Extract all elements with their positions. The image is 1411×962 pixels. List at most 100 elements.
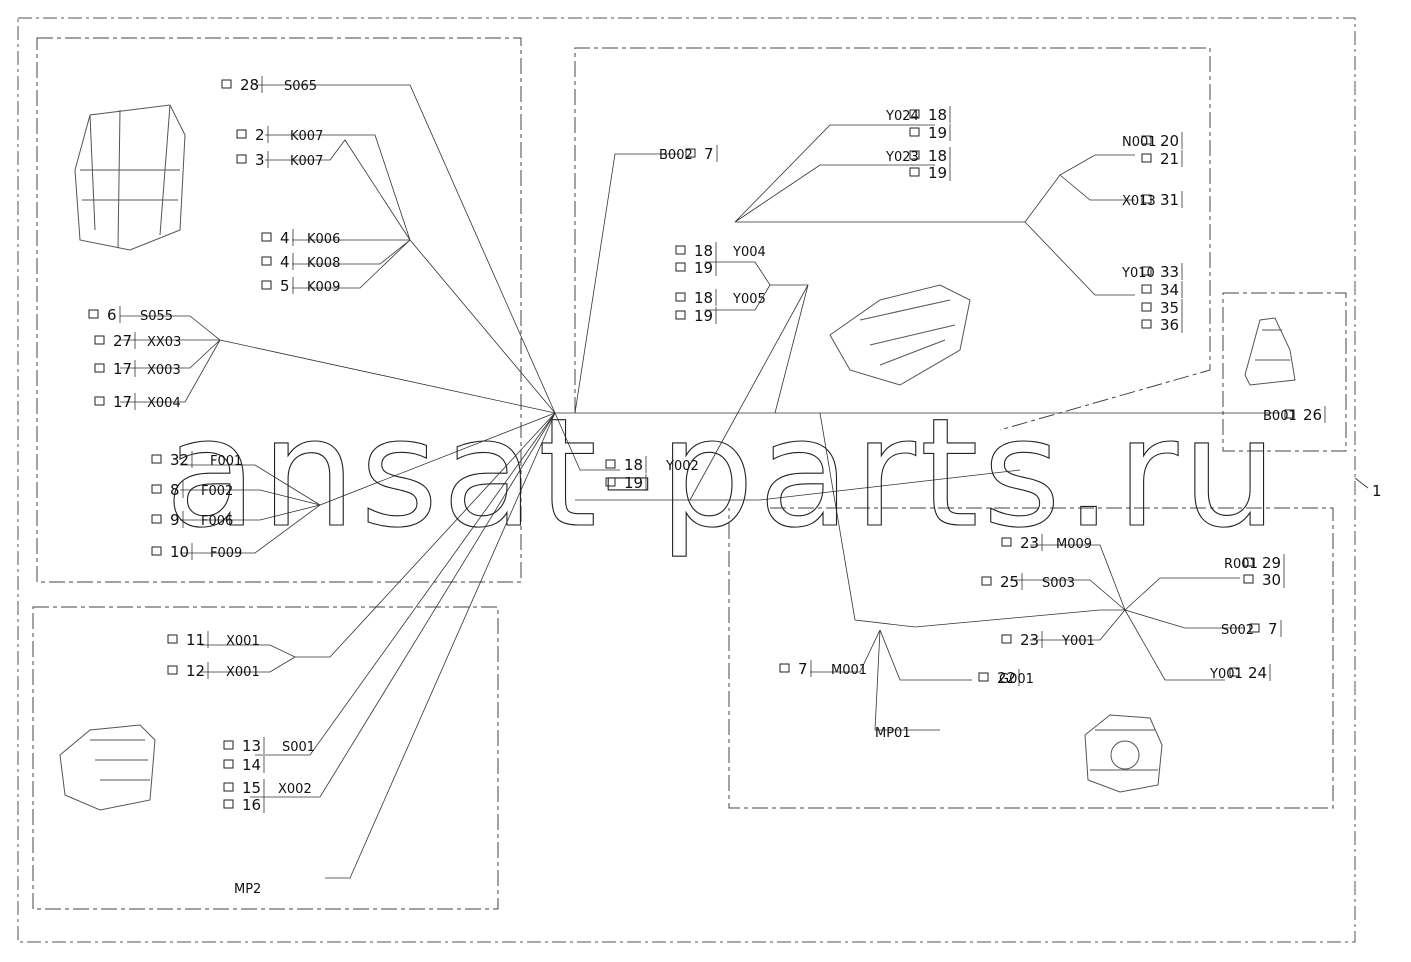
part-number-engine-8: 7 (1268, 620, 1278, 638)
part-code-engine-5: MP01 (875, 726, 911, 741)
connector-icon-frame-2 (909, 127, 920, 137)
connector-icon-tank-2 (223, 740, 234, 750)
part-number-cab-8: 17 (113, 360, 132, 378)
part-code-frame-3: Y023 (885, 150, 919, 165)
connector-icon-frame-11 (675, 310, 686, 320)
connector-icon-frame-14 (1141, 302, 1152, 312)
part-number-frame-14: 35 (1160, 299, 1179, 317)
connector-icon-cab-3 (261, 232, 272, 242)
part-code-cab-6: S055 (140, 309, 173, 324)
part-code-cab-7: XX03 (147, 335, 181, 350)
part-number-frame-13: 34 (1160, 281, 1179, 299)
part-code-cab-12: F006 (201, 514, 233, 529)
connector-icon-tank-5 (223, 799, 234, 809)
connector-icon-engine-9 (1229, 667, 1240, 677)
part-number-cab-2: 3 (255, 151, 265, 169)
connector-icon-engine-2 (1001, 634, 1012, 644)
tank-section-box (32, 606, 499, 910)
connector-icon-cab-11 (151, 484, 162, 494)
part-number-cab-1: 2 (255, 126, 265, 144)
connector-icon-frame-10 (675, 292, 686, 302)
part-number-frame-11: 19 (694, 307, 713, 325)
connector-icon-cab-8 (94, 363, 105, 373)
tank-illustration (59, 724, 156, 811)
connector-icon-cab-12 (151, 514, 162, 524)
part-number-engine-7: 30 (1262, 571, 1281, 589)
connector-icon-cab-6 (88, 309, 99, 319)
part-number-tank-2: 13 (242, 737, 261, 755)
part-number-tank-5: 16 (242, 796, 261, 814)
part-number-frame-4: 19 (928, 164, 947, 182)
cab-section-box (36, 37, 522, 583)
connector-icon-frame-12 (1141, 266, 1152, 276)
part-code-tank-1: X001 (226, 665, 260, 680)
connector-icon-tank-4 (223, 782, 234, 792)
frame-illustration (829, 284, 971, 386)
part-code-cab-4: K008 (307, 256, 340, 271)
part-code-frame-16: Y002 (665, 459, 699, 474)
engine-illustration (1084, 714, 1163, 793)
part-number-frame-8: 18 (694, 242, 713, 260)
part-number-frame-7: 31 (1160, 191, 1179, 209)
part-code-engine-2: Y001 (1061, 634, 1095, 649)
part-number-tank-3: 14 (242, 756, 261, 774)
part-number-cab-7: 27 (113, 332, 132, 350)
part-code-frame-8: Y004 (732, 245, 766, 260)
connector-icon-engine-3 (779, 663, 790, 673)
part-code-tank-4: X002 (278, 782, 312, 797)
part-code-tank-2: S001 (282, 740, 315, 755)
part-code-cab-11: F002 (201, 484, 233, 499)
part-code-bracket-0: B001 (1263, 409, 1297, 424)
part-number-frame-0: 7 (704, 145, 714, 163)
part-number-frame-5: 20 (1160, 132, 1179, 150)
connector-icon-frame-8 (675, 245, 686, 255)
part-code-frame-7: X013 (1122, 194, 1156, 209)
connector-icon-cab-5 (261, 280, 272, 290)
part-code-engine-8: S002 (1221, 623, 1254, 638)
part-code-frame-1: Y024 (885, 109, 919, 124)
connector-icon-engine-8 (1249, 623, 1260, 633)
connector-icon-frame-6 (1141, 153, 1152, 163)
part-number-cab-12: 9 (170, 511, 180, 529)
connector-icon-frame-7 (1141, 194, 1152, 204)
part-number-cab-3: 4 (280, 229, 290, 247)
part-number-frame-2: 19 (928, 124, 947, 142)
part-code-cab-2: K007 (290, 154, 323, 169)
part-code-frame-5: N001 (1122, 135, 1157, 150)
connector-icon-cab-10 (151, 454, 162, 464)
engine-section-box (728, 507, 1334, 809)
part-code-engine-1: S003 (1042, 576, 1075, 591)
connector-icon-bracket-0 (1284, 409, 1295, 419)
harness-wires (120, 84, 1280, 879)
part-code-engine-9: Y001 (1209, 667, 1243, 682)
part-number-frame-15: 36 (1160, 316, 1179, 334)
part-number-cab-0: 28 (240, 76, 259, 94)
connector-icon-frame-3 (909, 150, 920, 160)
part-number-frame-12: 33 (1160, 263, 1179, 281)
connector-icon-cab-1 (236, 129, 247, 139)
connector-icon-frame-0 (685, 148, 696, 158)
corner-callout: 1 (1354, 477, 1382, 500)
part-number-bracket-0: 26 (1303, 406, 1322, 424)
part-code-cab-10: F001 (210, 454, 242, 469)
part-code-frame-12: Y010 (1121, 266, 1155, 281)
part-code-engine-4: G001 (999, 672, 1034, 687)
connector-icon-tank-1 (167, 665, 178, 675)
part-code-cab-5: K009 (307, 280, 340, 295)
frame-section-box (574, 47, 1211, 431)
connector-icon-cab-4 (261, 256, 272, 266)
part-number-cab-4: 4 (280, 253, 290, 271)
connector-icon-cab-0 (221, 79, 232, 89)
part-number-tank-4: 15 (242, 779, 261, 797)
part-code-tank-0: X001 (226, 634, 260, 649)
sheet-border (17, 17, 1356, 943)
connector-icon-cab-9 (94, 396, 105, 406)
bracket-illustration (1244, 317, 1296, 386)
connector-icon-engine-4 (978, 672, 989, 682)
connector-icon-frame-16 (605, 459, 616, 469)
part-number-tank-1: 12 (186, 662, 205, 680)
part-code-engine-0: M009 (1056, 537, 1092, 552)
connector-icon-engine-6 (1243, 557, 1254, 567)
